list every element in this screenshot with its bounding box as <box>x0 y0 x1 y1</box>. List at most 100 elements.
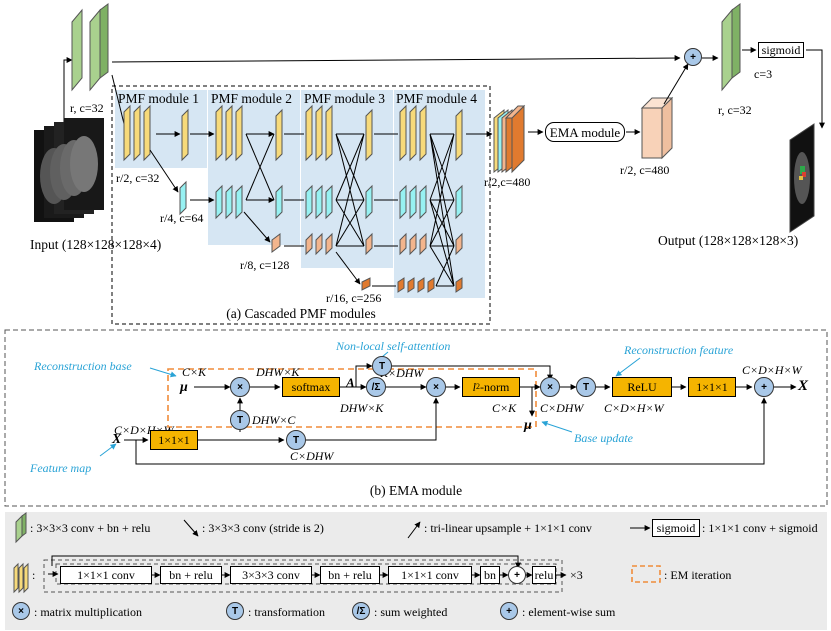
dim-cxdxhxw-out: C×D×H×W <box>742 363 802 377</box>
module-4-title: PMF module 4 <box>396 91 478 106</box>
dim-dhwxk-top: DHW×K <box>256 365 300 379</box>
output-conv-blocks <box>721 3 741 92</box>
chain-conv1b: 1×1×1 conv <box>388 566 472 584</box>
output-label: Output (128×128×128×3) <box>658 233 799 248</box>
input-label: Input (128×128×128×4) <box>30 237 162 252</box>
legend-upsample-arrow <box>407 521 421 539</box>
skip-line <box>111 55 681 63</box>
module-4-blocks <box>397 104 463 293</box>
annotation-nonlocal: Non-local self-attention <box>336 339 451 353</box>
label-r2-c480: r/2,c=480 <box>484 175 531 189</box>
legend-sigmoid-text: : 1×1×1 conv + sigmoid <box>702 521 818 535</box>
legend-conv-text: : 3×3×3 conv + bn + relu <box>30 521 151 535</box>
caption-a: (a) Cascaded PMF modules <box>226 306 376 321</box>
ema-output-block <box>640 96 674 160</box>
legend-sumw-text: : sum weighted <box>374 605 448 619</box>
label-r2-c32: r/2, c=32 <box>116 171 160 185</box>
legend-stride-text: : 3×3×3 conv (stride is 2) <box>202 521 324 535</box>
label-r16-c256: r/16, c=256 <box>326 291 382 305</box>
relu-box: ReLU <box>612 377 672 397</box>
module-3-title: PMF module 3 <box>304 91 386 106</box>
caption-b: (b) EMA module <box>369 483 463 498</box>
transform-icon-3: T <box>576 377 596 397</box>
legend-times: ×3 <box>570 568 583 582</box>
chain-conv3: 3×3×3 conv <box>230 566 312 584</box>
dim-dhwxk-mid: DHW×K <box>340 401 384 415</box>
legend-sum-icon: + <box>500 602 518 620</box>
ema-frame <box>4 329 828 507</box>
label-r8-c128: r/8, c=128 <box>240 258 290 272</box>
legend-conv-icon <box>15 512 27 544</box>
conv-right-box: 1×1×1 <box>688 377 736 397</box>
symbol-x-out: X <box>798 378 809 394</box>
chain-bnrelu1: bn + relu <box>160 566 222 584</box>
symbol-mu: μ <box>180 380 188 395</box>
annotation-reconstruction-feature: Reconstruction feature <box>624 343 734 357</box>
label-r-c32-left: r, c=32 <box>70 101 104 115</box>
symbol-x: X <box>112 432 122 447</box>
legend-pmf-colon: : <box>32 568 36 582</box>
legend-matmul-text: : matrix multiplication <box>34 605 142 619</box>
ema-module-box: EMA module <box>545 122 625 142</box>
l2norm-rest: -norm <box>480 380 510 394</box>
annotation-reconstruction-base: Reconstruction base <box>34 359 132 373</box>
chain-plus-icon: + <box>508 566 526 584</box>
dim-cxdhw-bottom: C×DHW <box>290 449 334 463</box>
l2norm-sub: 2 <box>476 382 480 391</box>
legend-em-box <box>631 565 661 583</box>
dim-dhwxc: DHW×C <box>252 413 296 427</box>
input-image-stack <box>34 118 104 222</box>
module-2-blocks <box>215 104 283 253</box>
legend-stride-arrow <box>183 519 199 537</box>
legend-transform-text: : transformation <box>248 605 325 619</box>
em-iteration-frame <box>167 368 537 428</box>
legend-transform-icon: T <box>226 602 244 620</box>
label-r-c32-right: r, c=32 <box>718 103 752 117</box>
concat-stack <box>493 104 526 174</box>
legend-em-text: : EM iteration <box>664 568 732 582</box>
chain-relu: relu <box>532 566 556 584</box>
sigmoid-box: sigmoid <box>758 42 804 58</box>
conv-left-box: 1×1×1 <box>150 430 198 450</box>
label-r4-c64: r/4, c=64 <box>160 211 204 225</box>
input-conv-blocks <box>71 3 109 92</box>
sum-icon-top: + <box>684 48 702 66</box>
module-1-title: PMF module 1 <box>118 91 200 106</box>
sum-icon: + <box>754 377 774 397</box>
dim-cxdhw-mid: C×DHW <box>540 401 584 415</box>
chain-bn: bn <box>480 566 500 584</box>
symbol-mu-bar: μ <box>524 418 532 433</box>
transform-icon-2: T <box>230 410 250 430</box>
transform-icon-4: T <box>286 430 306 450</box>
module-1-blocks <box>123 104 189 216</box>
module-2-title: PMF module 2 <box>211 91 293 106</box>
legend-sigmoid-box: sigmoid <box>652 519 700 537</box>
output-image <box>789 123 815 233</box>
module-3-blocks <box>305 104 373 291</box>
annotation-base-update: Base update <box>574 431 633 445</box>
legend-sumw-icon: /Σ <box>352 602 370 620</box>
transform-icon-1: T <box>372 356 392 376</box>
chain-bnrelu2: bn + relu <box>320 566 380 584</box>
legend-sum-text: : element-wise sum <box>522 605 616 619</box>
sumw-icon: /Σ <box>366 377 386 397</box>
cascaded-frame <box>111 85 491 325</box>
matmul-icon-2: × <box>426 377 446 397</box>
matmul-icon-3: × <box>540 377 560 397</box>
dim-cxk: C×K <box>182 365 207 379</box>
input-arrow <box>63 57 73 140</box>
legend-upsample-text: : tri-linear upsample + 1×1×1 conv <box>424 521 592 535</box>
matmul-icon-1: × <box>230 377 250 397</box>
dim-cxdxhxw-relu: C×D×H×W <box>604 401 664 415</box>
module-2-panel <box>208 90 300 245</box>
legend-pmf-icon <box>13 562 29 594</box>
l2norm-l: l <box>472 380 476 394</box>
legend-matmul-icon: × <box>12 602 30 620</box>
label-c3: c=3 <box>754 67 773 81</box>
annotation-feature-map: Feature map <box>30 461 92 475</box>
dim-cxk-mid: C×K <box>492 401 517 415</box>
symbol-a: A <box>346 375 355 390</box>
softmax-box: softmax <box>282 377 340 397</box>
